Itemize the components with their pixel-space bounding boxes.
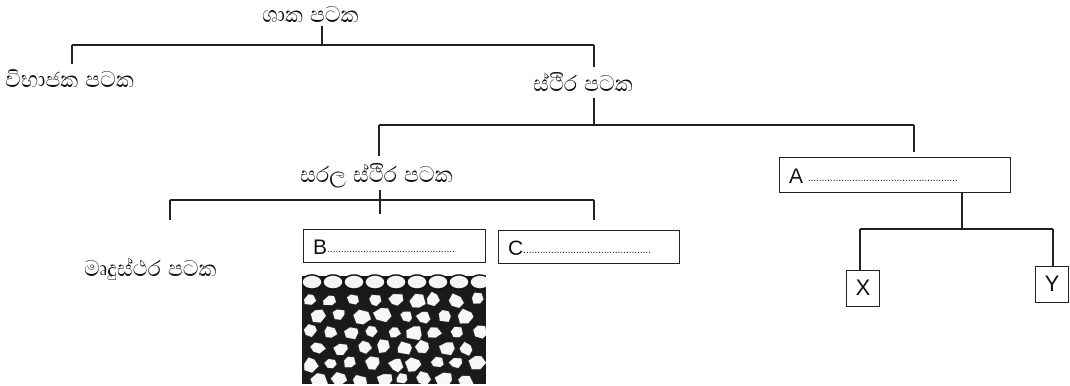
meristematic-tissue-label: විභාජක පටක xyxy=(5,68,134,93)
box-a-letter: A xyxy=(789,165,802,188)
root-label: ශාක පටක xyxy=(262,3,359,28)
box-a-blank: ........................................… xyxy=(807,173,958,184)
box-a: A ......................................… xyxy=(779,157,1011,193)
permanent-tissue-label: ස්ථිර පටක xyxy=(533,72,633,97)
box-x: X xyxy=(846,270,880,307)
box-c: C.......................................… xyxy=(498,230,680,264)
box-b-letter: B xyxy=(313,236,328,259)
box-b-blank: ........................................… xyxy=(327,244,455,255)
box-y: Y xyxy=(1035,266,1069,303)
box-c-blank: ........................................… xyxy=(523,245,651,256)
simple-permanent-tissue-label: සරල ස්ථිර පටක xyxy=(300,163,453,188)
box-c-letter: C xyxy=(508,237,524,260)
tissue-cells-image xyxy=(302,268,486,384)
box-b: B.......................................… xyxy=(303,229,486,263)
parenchyma-tissue-label: මෘදුස්ථර පටක xyxy=(84,257,217,282)
